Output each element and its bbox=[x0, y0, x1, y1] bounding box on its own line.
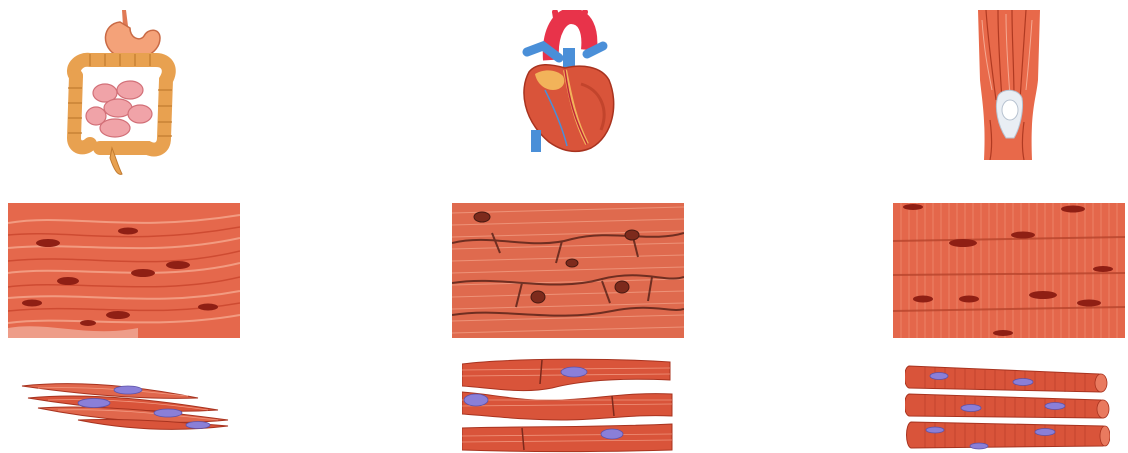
cardiac-muscle-micrograph bbox=[452, 203, 684, 338]
heart-icon bbox=[505, 10, 630, 160]
cardiac-muscle-cells-drawing bbox=[462, 358, 674, 453]
smooth-muscle-micrograph bbox=[8, 203, 240, 338]
skeletal-muscle-micrograph bbox=[893, 203, 1125, 338]
smooth-muscle-cells-drawing bbox=[18, 378, 233, 433]
digestive-tract-icon bbox=[60, 8, 180, 178]
leg-muscle-icon bbox=[974, 10, 1044, 160]
skeletal-muscle-fibers-drawing bbox=[905, 360, 1110, 452]
